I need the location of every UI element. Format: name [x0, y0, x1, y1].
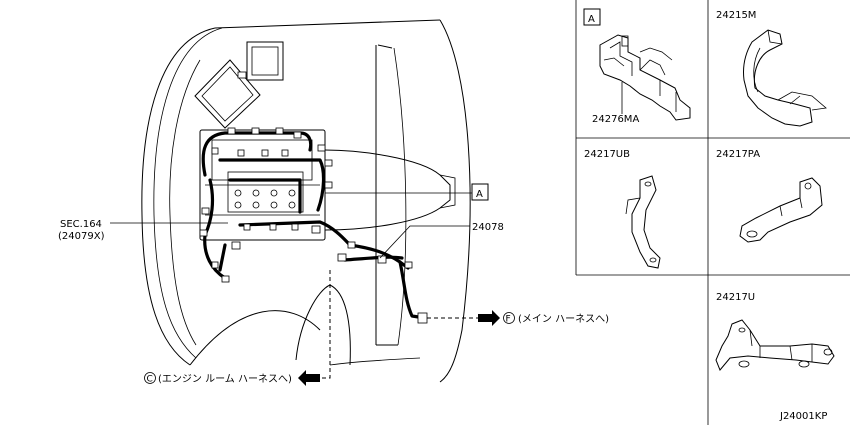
part-label-24215m: 24215M [716, 10, 756, 21]
bracket-24217u-icon [715, 319, 835, 371]
diagram-code: J24001KP [779, 411, 827, 422]
part-label-24217ub: 24217UB [584, 149, 630, 160]
harness-connectors [199, 127, 428, 324]
part-cell-24217u: 24217U [715, 292, 835, 371]
engine-room-text: (エンジン ルーム ハーネスへ) [158, 373, 292, 385]
arrow-left-icon [298, 370, 320, 386]
bracket-24217ub-icon [625, 175, 661, 269]
main-harness-text: (メイン ハーネスへ) [518, 313, 609, 325]
sec-ref-sublabel: (24079X) [58, 231, 105, 242]
part-24078-label: 24078 [472, 222, 504, 233]
part-cell-24217pa: 24217PA [716, 149, 823, 243]
sec-callout: SEC.164 (24079X) [58, 219, 228, 242]
view-a-callout: A [325, 183, 489, 201]
part-cell-24215m: 24215M [716, 10, 827, 127]
parts-grid [575, 0, 850, 425]
clip-24276ma-icon [599, 34, 691, 121]
arrow-right-icon [478, 310, 500, 326]
part-label-24276ma: 24276MA [592, 114, 639, 125]
part-cell-24217ub: 24217UB [584, 149, 661, 269]
routing-arrows: F (メイン ハーネスへ) C (エンジン ルーム ハーネスへ) [144, 270, 609, 386]
view-a-box-label: A [476, 189, 483, 200]
part-label-24217pa: 24217PA [716, 149, 760, 160]
part-cell-24276ma: A 24276MA [583, 8, 691, 125]
part-view-label: A [588, 14, 595, 25]
part-24078-callout: 24078 [379, 222, 504, 259]
clamp-24215m-icon [743, 29, 827, 127]
main-harness-marker: F [506, 315, 511, 325]
engine-harness [201, 131, 427, 320]
vehicle-outline [141, 19, 471, 383]
bracket-24217pa-icon [739, 177, 823, 243]
engine-room-marker: C [147, 375, 153, 385]
part-label-24217u: 24217U [716, 292, 755, 303]
sec-ref-label: SEC.164 [60, 219, 102, 230]
